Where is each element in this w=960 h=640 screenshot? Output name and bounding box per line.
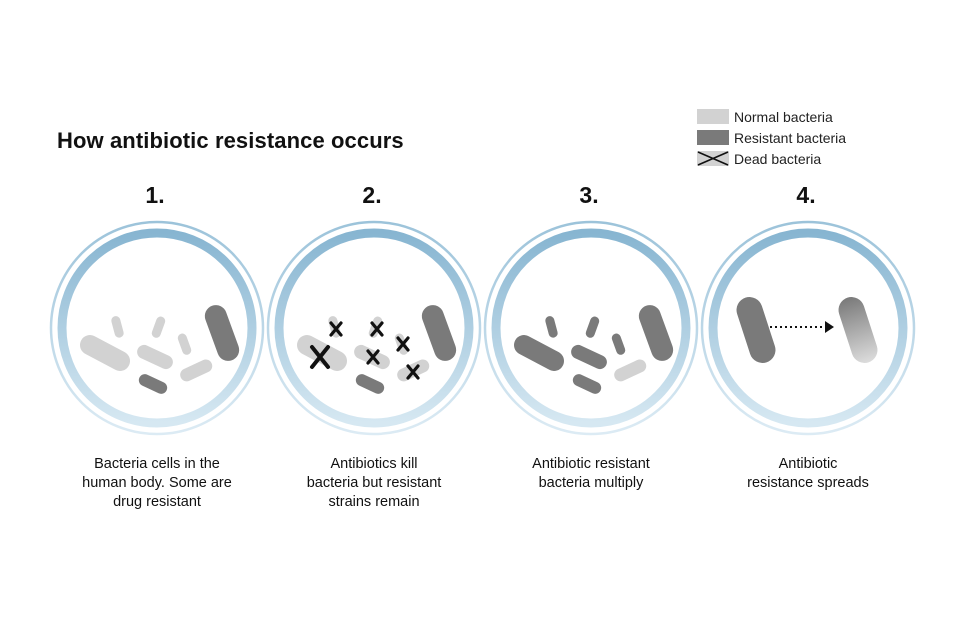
caption-4-line-1: Antibiotic xyxy=(778,456,838,472)
dish-4 xyxy=(700,220,916,436)
dish-2-bacteria xyxy=(296,305,457,394)
dish-2 xyxy=(266,220,482,436)
dead-bacteria-marks xyxy=(310,321,420,380)
caption-step-3: Antibiotic resistant bacteria multiply xyxy=(486,455,696,493)
dish-3-bacteria xyxy=(513,305,674,394)
caption-2-line-3: strains remain xyxy=(328,494,420,510)
legend-item-resistant: Resistant bacteria xyxy=(697,127,846,148)
dish-1 xyxy=(49,220,265,436)
normal-bacteria-swatch xyxy=(697,109,729,124)
dead-bacteria-swatch xyxy=(697,151,729,166)
legend-label-dead: Dead bacteria xyxy=(734,150,822,167)
legend-label-normal: Normal bacteria xyxy=(734,108,833,125)
legend-item-normal: Normal bacteria xyxy=(697,106,846,127)
legend-item-dead: Dead bacteria xyxy=(697,148,846,169)
step-number-2: 2. xyxy=(362,182,382,208)
spread-arrow-icon xyxy=(770,321,834,333)
caption-4-line-2: resistance spreads xyxy=(747,475,869,491)
caption-step-4: Antibiotic resistance spreads xyxy=(703,455,913,493)
dish-1-bacteria xyxy=(79,305,240,394)
caption-3-line-1: Antibiotic resistant xyxy=(532,456,650,472)
caption-2-line-2: bacteria but resistant xyxy=(306,475,442,491)
page-title: How antibiotic resistance occurs xyxy=(57,128,404,153)
step-number-1: 1. xyxy=(145,182,165,208)
caption-step-2: Antibiotics kill bacteria but resistant … xyxy=(269,455,479,512)
legend: Normal bacteria Resistant bacteria Dead … xyxy=(697,106,846,169)
caption-1-line-2: human body. Some are xyxy=(82,475,232,491)
step-number-4: 4. xyxy=(796,182,816,208)
caption-1-line-3: drug resistant xyxy=(113,494,201,510)
step-number-3: 3. xyxy=(579,182,599,208)
caption-1-line-1: Bacteria cells in the xyxy=(94,456,220,472)
caption-2-line-1: Antibiotics kill xyxy=(330,456,418,472)
legend-label-resistant: Resistant bacteria xyxy=(734,129,847,146)
dish-3 xyxy=(483,220,699,436)
resistant-bacteria-swatch xyxy=(697,130,729,145)
caption-3-line-2: bacteria multiply xyxy=(538,475,644,491)
dish-4-bacteria xyxy=(736,297,878,363)
caption-step-1: Bacteria cells in the human body. Some a… xyxy=(52,455,262,512)
